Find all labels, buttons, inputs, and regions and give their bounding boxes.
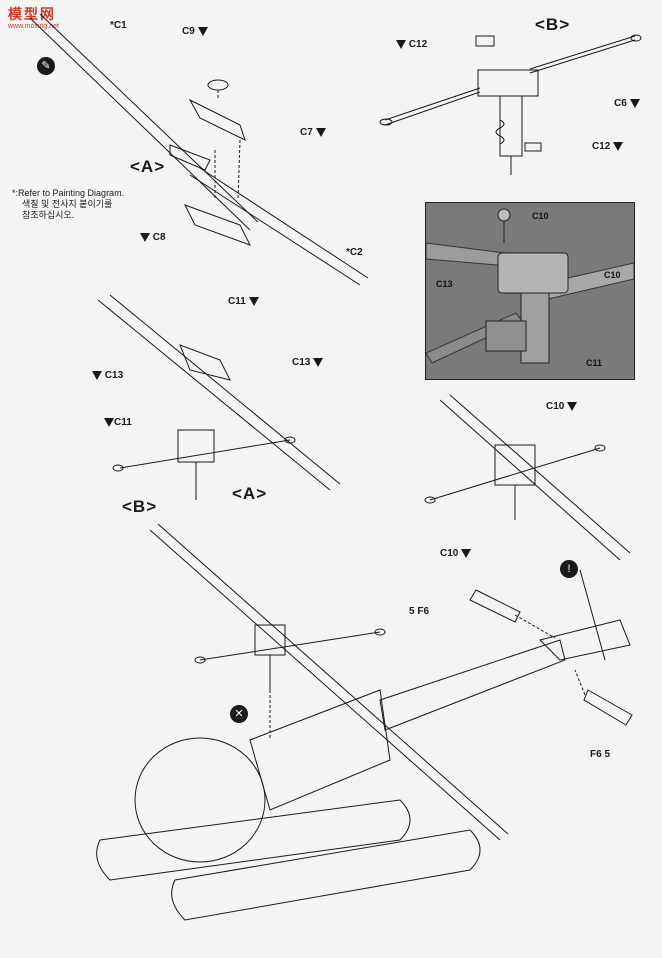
rotor-head-photo: C10 C10 C13 C11 [425, 202, 635, 380]
part-label-c1: *C1 [110, 20, 127, 31]
watermark-logo: 模型网 www.moxing.net [8, 6, 59, 30]
part-label-c6: C6 [614, 98, 640, 110]
part-label-c9: C9 [182, 26, 208, 38]
photo-label-c10-right: C10 [604, 270, 621, 280]
part-label-c11-top: C11 [228, 296, 259, 308]
group-b-label: <B> [535, 15, 571, 34]
photo-label-c11: C11 [586, 358, 603, 368]
part-label-c11-left: C11 [104, 417, 132, 429]
rotor-head-assembly-b [379, 34, 642, 175]
pin-symbol-icon: ! [560, 560, 578, 578]
rotor-head-parts-a [169, 79, 252, 246]
part-label-c7: C7 [300, 127, 326, 139]
no-glue-symbol-icon: ✕ [230, 705, 248, 723]
group-a-label-2: <A> [232, 484, 268, 503]
rotor-blade-a [29, 13, 369, 286]
part-label-c13-right: C13 [292, 357, 324, 369]
part-label-f6-bottom: F6 5 [590, 749, 611, 760]
photo-label-c10-top: C10 [532, 211, 549, 221]
group-b-label-2: <B> [122, 497, 158, 516]
rotor-assembly-middle [97, 294, 341, 500]
part-label-c8: C8 [140, 232, 166, 244]
part-label-c10-bottom: C10 [440, 548, 472, 560]
part-label-c12-bottom: C12 [592, 141, 624, 153]
part-label-c13-left: C13 [92, 370, 123, 382]
rotor-head-photo-art [426, 203, 634, 379]
part-label-c2: *C2 [346, 247, 363, 258]
rotor-assembly-right [424, 394, 631, 561]
photo-label-c13: C13 [436, 279, 453, 289]
painting-note: *:Refer to Painting Diagram. 색칠 및 전사지 붙이… [12, 188, 125, 220]
part-label-c12-top: C12 [396, 39, 427, 51]
part-label-f6-top: 5 F6 [409, 606, 430, 617]
group-a-label: <A> [130, 157, 166, 176]
glue-symbol-icon: ✎ [37, 57, 55, 75]
part-label-c10-top: C10 [546, 401, 578, 413]
helicopter-assembly [96, 523, 633, 921]
